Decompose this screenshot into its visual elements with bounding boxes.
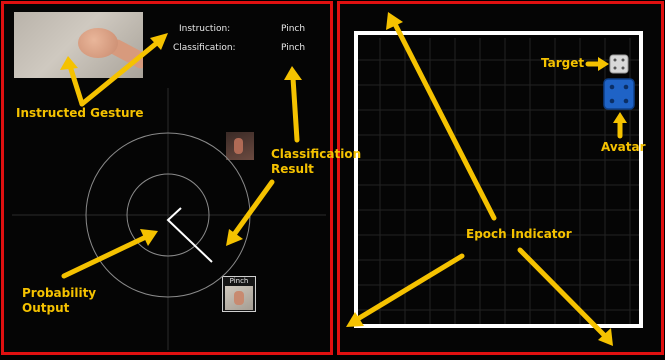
probability-output-annotation: Probability Output xyxy=(22,286,96,316)
epoch-indicator-annotation: Epoch Indicator xyxy=(466,227,572,241)
classification-value: Pinch xyxy=(281,43,306,53)
pinch-thumbnail-label: Pinch xyxy=(229,277,249,285)
classification-result-line2: Result xyxy=(271,162,314,176)
annotation-arrows xyxy=(60,12,627,346)
epoch-border xyxy=(354,31,643,328)
instructed-gesture-annotation: Instructed Gesture xyxy=(16,106,144,120)
classification-result-line1: Classification xyxy=(271,147,362,161)
probability-output-line1: Probability xyxy=(22,286,97,300)
probability-output-line xyxy=(166,207,213,263)
classification-result-annotation: Classification Result xyxy=(271,147,361,177)
game-grid xyxy=(358,38,640,326)
avatar-annotation: Avatar xyxy=(601,140,646,154)
classification-label: Classification: xyxy=(173,43,236,53)
target-icon xyxy=(609,54,629,74)
instructed-gesture-image xyxy=(14,12,143,78)
instruction-label: Instruction: xyxy=(179,24,231,34)
avatar-icon xyxy=(603,78,635,110)
target-annotation: Target xyxy=(541,56,585,70)
gesture-thumbnail xyxy=(226,132,254,160)
instruction-value: Pinch xyxy=(281,24,306,34)
pinch-thumbnail: Pinch xyxy=(222,276,256,312)
probability-output-line2: Output xyxy=(22,301,70,315)
